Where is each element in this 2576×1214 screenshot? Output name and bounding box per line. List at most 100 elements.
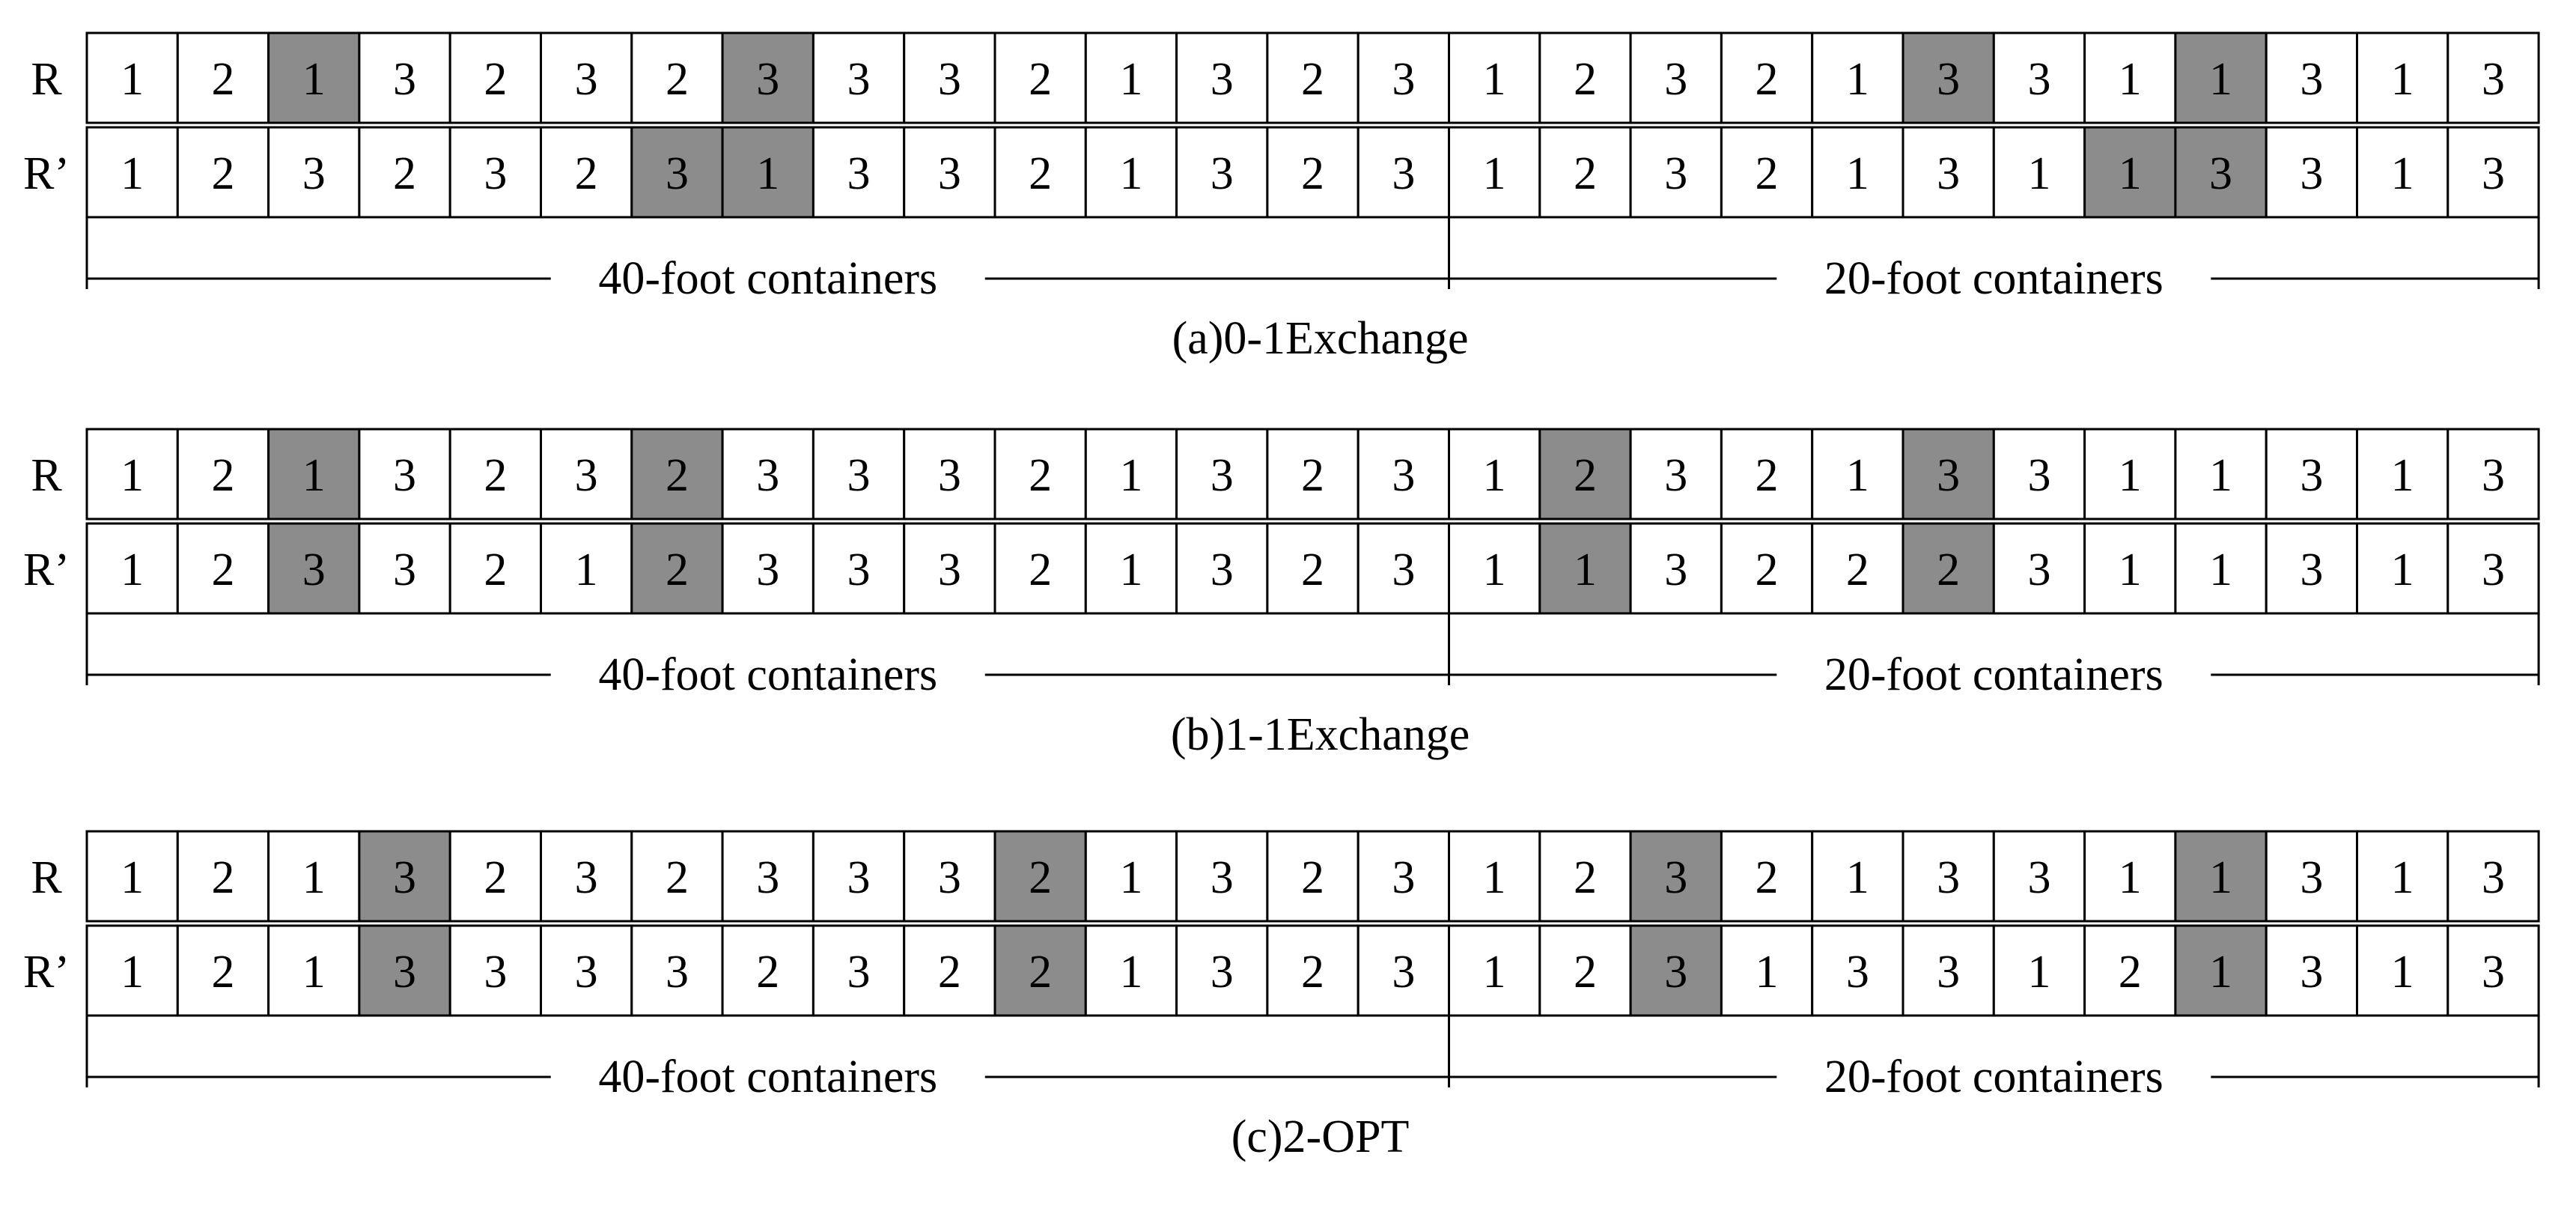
container-cell: [2446, 924, 2540, 1017]
container-cell: [1992, 924, 2086, 1017]
container-cell: [721, 428, 814, 520]
cell-value: 2: [1301, 148, 1324, 199]
container-cell: [1811, 830, 1904, 923]
cell-value: 3: [1392, 54, 1415, 105]
container-cell: [1448, 830, 1541, 923]
cell-value: 2: [1029, 450, 1052, 501]
cell-value: 1: [2391, 450, 2414, 501]
cell-value: 3: [1211, 54, 1234, 105]
cell-value: 3: [2300, 148, 2323, 199]
cell-value: 1: [1483, 148, 1506, 199]
cell-value: 1: [2027, 148, 2050, 199]
cell-value: 2: [393, 148, 416, 199]
highlighted-cell: [267, 522, 361, 615]
highlighted-cell: [1538, 428, 1632, 520]
cell-value: 1: [121, 947, 144, 998]
cell-value: 3: [2482, 947, 2505, 998]
container-cell: [812, 522, 906, 615]
container-cell: [176, 428, 270, 520]
cell-value: 1: [2209, 450, 2232, 501]
container-cell: [2446, 126, 2540, 219]
container-cell: [1266, 924, 1359, 1017]
container-cell: [2356, 126, 2449, 219]
container-cell: [2083, 428, 2177, 520]
container-cell: [721, 830, 814, 923]
cell-value: 1: [2119, 148, 2142, 199]
container-cell: [1992, 522, 2086, 615]
cell-value: 1: [1846, 450, 1869, 501]
cell-value: 3: [1664, 947, 1687, 998]
cell-value: 2: [756, 947, 779, 998]
cell-value: 3: [2027, 544, 2050, 595]
cell-value: 3: [2482, 148, 2505, 199]
container-cell: [1266, 830, 1359, 923]
container-cell: [2083, 830, 2177, 923]
container-cell: [1084, 924, 1178, 1017]
cell-value: 2: [666, 54, 689, 105]
cell-value: 3: [1211, 852, 1234, 903]
cell-value: 3: [847, 852, 871, 903]
container-cell: [812, 31, 906, 124]
cell-value: 2: [1574, 947, 1597, 998]
cell-value: 1: [2391, 852, 2414, 903]
container-cell: [1266, 428, 1359, 520]
container-cell: [448, 522, 543, 615]
cell-value: 1: [2119, 544, 2142, 595]
highlighted-cell: [1901, 522, 1995, 615]
highlighted-cell: [1901, 31, 1995, 124]
cell-value: 1: [2119, 54, 2142, 105]
cell-value: 1: [1483, 947, 1506, 998]
cell-value: 3: [847, 148, 871, 199]
container-cell: [1084, 31, 1178, 124]
cell-value: 1: [1483, 544, 1506, 595]
container-cell: [1720, 924, 1814, 1017]
highlighted-cell: [721, 31, 814, 124]
cell-value: 3: [1664, 148, 1687, 199]
cell-value: 3: [1211, 148, 1234, 199]
panel-caption: (c)2-OPT: [1231, 1111, 1410, 1162]
cell-value: 3: [847, 544, 871, 595]
row-label: R: [31, 852, 62, 903]
container-cell: [1992, 126, 2086, 219]
container-cell: [448, 428, 543, 520]
container-cell: [1901, 126, 1995, 219]
cell-value: 3: [938, 544, 961, 595]
row-label: R’: [23, 544, 70, 595]
cell-value: 2: [1301, 852, 1324, 903]
container-cell: [1175, 830, 1269, 923]
row-label: R: [31, 450, 62, 501]
container-cell: [1266, 126, 1359, 219]
cell-value: 3: [1211, 544, 1234, 595]
cell-value: 3: [847, 450, 871, 501]
cell-value: 2: [1574, 54, 1597, 105]
highlighted-cell: [993, 830, 1087, 923]
container-cell: [1538, 924, 1632, 1017]
container-cell: [630, 830, 724, 923]
container-cell: [2356, 522, 2449, 615]
cell-value: 3: [2482, 450, 2505, 501]
container-cell: [2083, 522, 2177, 615]
cell-value: 1: [302, 450, 326, 501]
cell-value: 3: [938, 450, 961, 501]
cell-value: 2: [484, 852, 507, 903]
cell-value: 1: [302, 852, 326, 903]
cell-value: 1: [1483, 54, 1506, 105]
cell-value: 2: [484, 54, 507, 105]
cell-value: 1: [1483, 852, 1506, 903]
container-cell: [812, 428, 906, 520]
container-cell: [1811, 31, 1904, 124]
cell-value: 2: [1301, 54, 1324, 105]
cell-value: 2: [211, 544, 234, 595]
container-cell: [1448, 31, 1541, 124]
cell-value: 3: [1937, 852, 1960, 903]
cell-value: 1: [302, 947, 326, 998]
cell-value: 2: [484, 450, 507, 501]
cell-value: 2: [1029, 544, 1052, 595]
cell-value: 3: [666, 148, 689, 199]
container-cell: [1266, 31, 1359, 124]
cell-value: 2: [666, 544, 689, 595]
cell-value: 3: [666, 947, 689, 998]
cell-value: 3: [393, 450, 416, 501]
segment-label: 40-foot containers: [598, 1051, 937, 1102]
highlighted-cell: [1629, 924, 1723, 1017]
